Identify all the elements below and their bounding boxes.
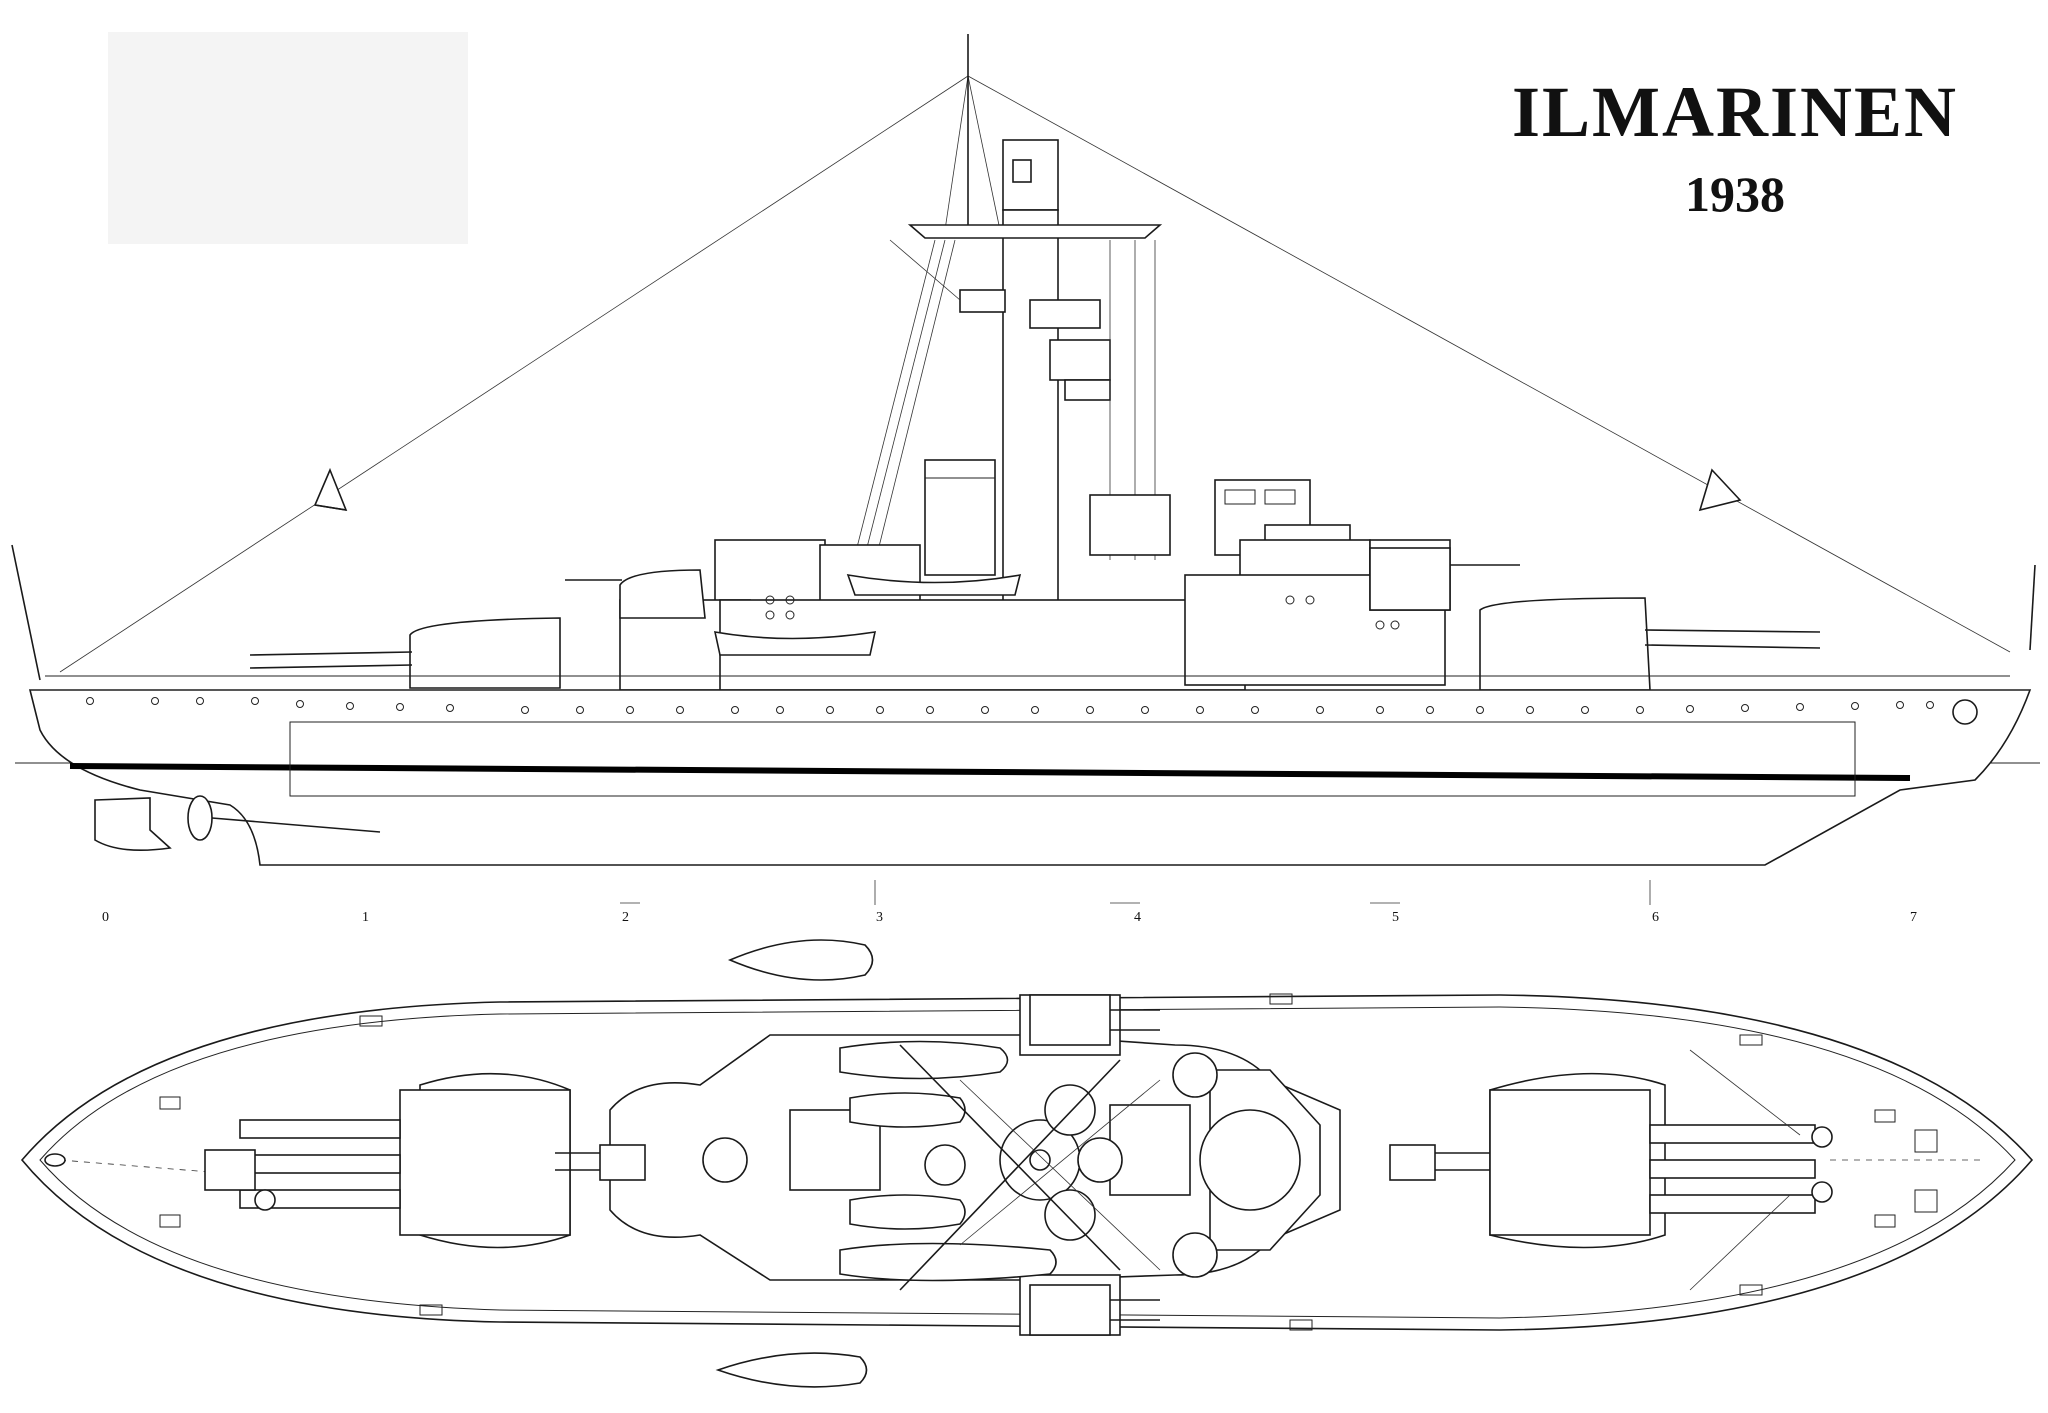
scale-tick-3: 3 bbox=[876, 910, 883, 925]
turret-aft bbox=[204, 1072, 571, 1249]
scale-tick-4: 4 bbox=[1134, 910, 1141, 925]
boot-topping bbox=[69, 763, 1911, 781]
net-boom-aft bbox=[1698, 468, 1742, 512]
ship-name: ILMARINEN bbox=[1511, 72, 1959, 152]
faint-patch bbox=[108, 32, 468, 244]
superstructure bbox=[619, 459, 1451, 691]
scale-tick-1: 1 bbox=[362, 910, 369, 925]
scale-tick-2: 2 bbox=[622, 910, 629, 925]
drawing-title: ILMARINEN 1938 bbox=[1500, 72, 1970, 222]
turret-fore bbox=[1489, 1049, 1833, 1291]
hull-side bbox=[11, 544, 2036, 866]
rigging bbox=[59, 75, 2011, 673]
scale-tick-7: 7 bbox=[1910, 910, 1917, 925]
scale-tick-6: 6 bbox=[1652, 910, 1659, 925]
ship-year: 1938 bbox=[1685, 166, 1785, 222]
mast bbox=[849, 34, 1163, 661]
boat-bottom bbox=[715, 1352, 868, 1388]
hull-portholes bbox=[86, 697, 1934, 714]
scale-tick-0: 0 bbox=[102, 910, 109, 925]
boat-top bbox=[727, 939, 874, 981]
side-elevation bbox=[11, 34, 2040, 866]
scale-tick-5: 5 bbox=[1392, 910, 1399, 925]
plan-view bbox=[20, 939, 2034, 1388]
net-boom-fore bbox=[313, 467, 348, 512]
superstructure-plan bbox=[555, 994, 1490, 1336]
scale-bar: 0 1 2 3 4 5 6 7 bbox=[102, 880, 1917, 925]
turrets-side bbox=[249, 547, 1821, 691]
deck-fittings bbox=[159, 993, 1938, 1331]
